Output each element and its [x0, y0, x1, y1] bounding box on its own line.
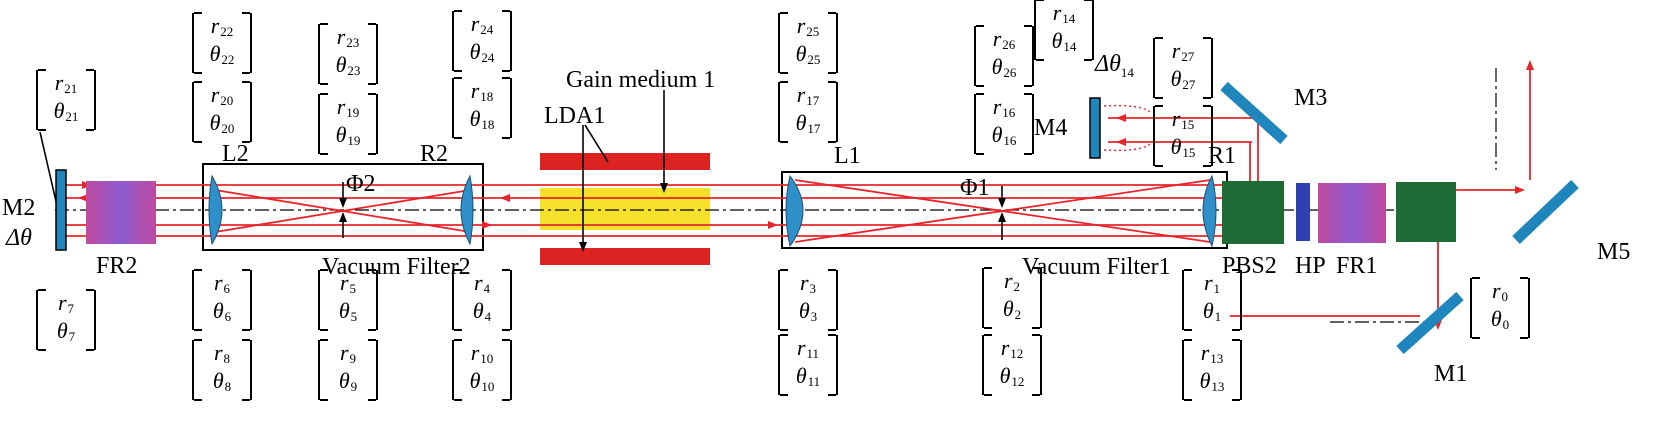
pump-bar-bottom: [540, 248, 710, 265]
delta-theta-14-text: Δθ: [1095, 51, 1121, 77]
dotted-beam-arcs: [1103, 104, 1151, 152]
lens-r1: [1202, 174, 1217, 248]
label-m1: M1: [1434, 361, 1468, 387]
label-phi1: Φ1: [960, 175, 990, 201]
label-phi2: Φ2: [346, 171, 376, 197]
label-gain-medium-1: Gain medium 1: [566, 67, 716, 93]
lenses: [208, 174, 1217, 248]
label-m5: M5: [1597, 239, 1631, 265]
mirror-m4: [1089, 97, 1101, 159]
vec-r: r21: [54, 70, 78, 96]
label-vacuum-filter1: Vacuum Filter1: [1022, 254, 1171, 280]
half-wave-plate: [1296, 183, 1310, 241]
label-r2: R2: [420, 141, 449, 167]
label-lda1: LDA1: [544, 103, 606, 129]
pbs2-block: [1222, 181, 1284, 244]
faraday-rotator-fr1: [1318, 183, 1386, 243]
label-l1: L1: [834, 143, 861, 169]
label-delta-theta-14: Δθ14: [1095, 52, 1134, 79]
label-m3: M3: [1294, 85, 1328, 111]
label-hp: HP: [1295, 253, 1326, 279]
label-fr2: FR2: [96, 253, 138, 279]
gain-medium-1: [540, 188, 710, 230]
lens-l2: [208, 174, 223, 246]
mirror-m3: [1220, 81, 1288, 145]
vacuum-filter2-box: [202, 163, 484, 251]
mirror-m2: [55, 169, 67, 251]
label-fr1: FR1: [1336, 253, 1378, 279]
lens-r2: [460, 174, 474, 246]
lens-l1: [785, 174, 804, 248]
pbs-block-right: [1396, 182, 1456, 242]
mirror-m5: [1512, 180, 1579, 244]
label-m4: M4: [1034, 115, 1068, 141]
delta-theta-14-sub: 14: [1120, 64, 1134, 80]
label-pbs2: PBS2: [1222, 253, 1277, 279]
label-m2: M2: [2, 195, 36, 221]
label-delta-theta: Δθ: [6, 225, 32, 251]
pointer-arrowheads: [339, 183, 1006, 252]
beam-arrowheads: [78, 60, 1534, 330]
pump-bar-top: [540, 153, 710, 170]
vec-theta: θ21: [53, 98, 79, 124]
faraday-rotator-fr2: [86, 181, 156, 244]
label-l2: L2: [222, 141, 249, 167]
label-vacuum-filter2: Vacuum Filter2: [322, 254, 471, 280]
mirror-m1: [1396, 291, 1464, 355]
